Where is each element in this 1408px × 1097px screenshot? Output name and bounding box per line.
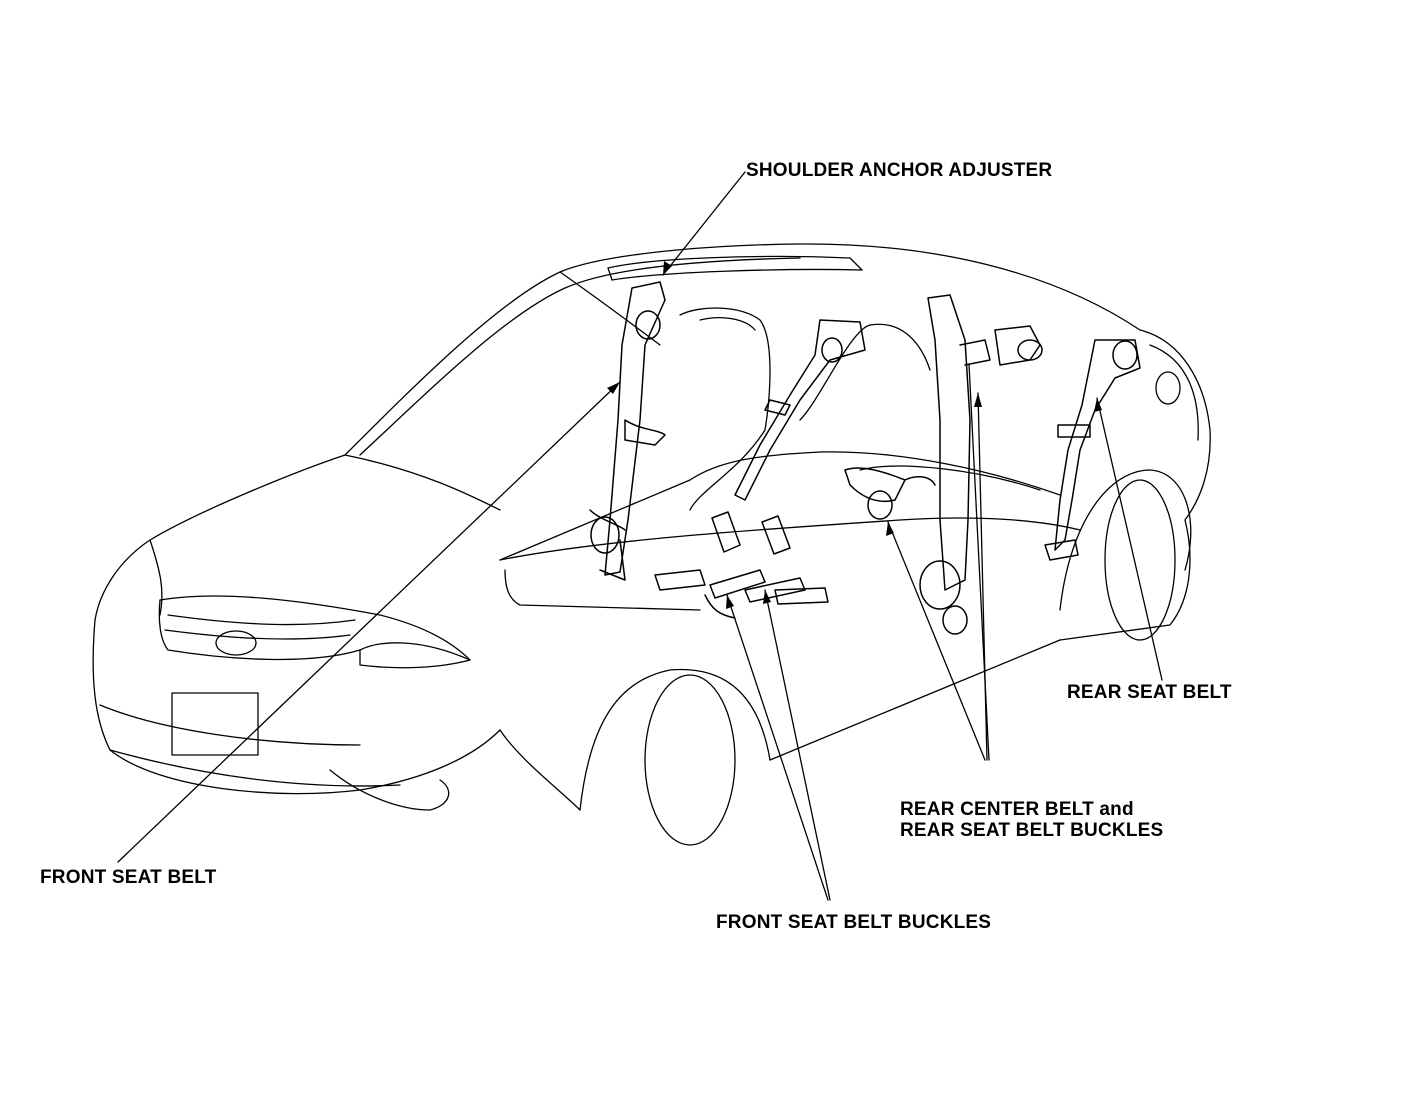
leader-front-seat-belt [117, 381, 621, 863]
leader-lines [117, 171, 1163, 901]
arrow-front-buckles-1 [726, 595, 734, 609]
car-body [92, 243, 1211, 846]
front-seat-belt-assembly [589, 281, 666, 581]
label-front-seat-belt-buckles: FRONT SEAT BELT BUCKLES [716, 912, 992, 933]
arrow-front-seat-belt [607, 382, 620, 394]
arrow-rear-center-2 [974, 393, 982, 407]
leader-front-buckles-1 [726, 594, 829, 901]
arrowheads [607, 261, 1102, 609]
front-right-belt-assembly [734, 319, 866, 501]
leader-rear-seat-belt [1096, 397, 1163, 681]
rear-seat-belt-assembly [1044, 339, 1141, 561]
arrow-front-buckles-2 [763, 590, 771, 604]
rear-center-belt-assembly [844, 325, 1043, 520]
front-buckles-assembly [654, 511, 829, 619]
leader-rear-center-1 [887, 521, 986, 761]
leader-rear-center-3 [968, 363, 990, 761]
label-front-seat-belt: FRONT SEAT BELT [40, 867, 217, 888]
arrow-shoulder-anchor [663, 261, 672, 275]
arrow-rear-seat-belt [1094, 398, 1102, 412]
rear-left-belt-assembly [919, 294, 991, 635]
leader-front-buckles-2 [764, 589, 831, 901]
label-rear-seat-belt: REAR SEAT BELT [1067, 682, 1232, 703]
label-rear-center-belt-line2: REAR SEAT BELT BUCKLES [900, 820, 1164, 841]
arrow-rear-center-1 [886, 522, 894, 536]
label-shoulder-anchor-adjuster: SHOULDER ANCHOR ADJUSTER [746, 160, 1053, 181]
leader-shoulder-anchor [662, 171, 746, 276]
label-rear-center-belt-line1: REAR CENTER BELT and [900, 799, 1134, 820]
